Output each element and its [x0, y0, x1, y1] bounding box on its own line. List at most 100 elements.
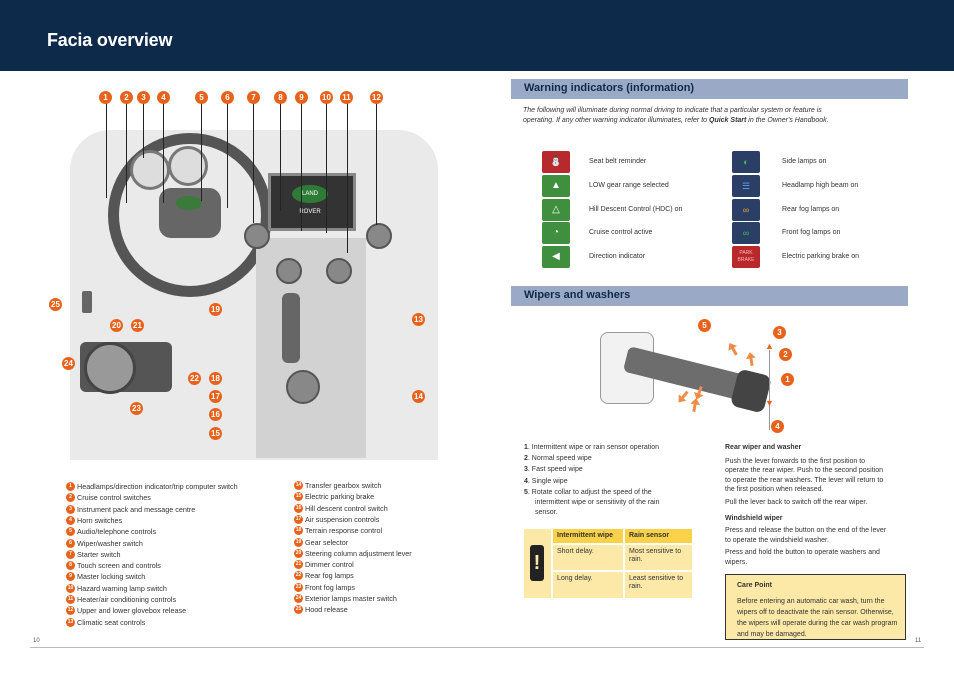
legend-label: Starter switch	[77, 549, 121, 559]
legend-label: Rear fog lamps	[305, 571, 354, 581]
callout-10: 10	[320, 91, 333, 104]
wiper-callout-4: 4	[771, 420, 784, 433]
legend-number: 25	[294, 605, 303, 615]
legend-label: Terrain response control	[305, 526, 383, 536]
cruise-icon: ◔	[542, 222, 570, 244]
callout-2: 2	[120, 91, 133, 104]
callout-24: 24	[62, 357, 75, 370]
step-text: . Fast speed wipe	[527, 466, 583, 473]
legend-label: Master locking switch	[77, 572, 146, 582]
legend-label: Touch screen and controls	[77, 561, 161, 571]
legend-label: Heater/air conditioning controls	[77, 595, 177, 604]
indicator-label: Rear fog lamps on	[782, 206, 840, 213]
table-header: Rain sensor	[625, 529, 692, 543]
warning-intro: The following will illuminate during nor…	[523, 106, 833, 126]
care-point-text: Before entering an automatic car wash, t…	[737, 598, 898, 638]
legend-label: Horn switches	[77, 515, 123, 525]
legend-label: Wiper/washer switch	[77, 538, 143, 548]
step-number: 2	[524, 455, 528, 462]
table-header: Intermittent wipe	[553, 529, 623, 543]
wiper-stalk-illustration: ▲ ▼	[594, 320, 814, 435]
terrain-response-knob	[286, 370, 320, 404]
indicator-label: Headlamp high beam on	[782, 182, 859, 189]
callout-13: 13	[412, 313, 425, 326]
legend-label: Dimmer control	[305, 560, 354, 570]
leader-line	[280, 103, 281, 211]
steering-logo	[176, 196, 202, 210]
step-number: 4	[524, 478, 528, 485]
wiper-callout-1: 1	[781, 373, 794, 386]
callout-3: 3	[137, 91, 150, 104]
wiper-table: ! Intermittent wipe Rain sensor Short de…	[524, 529, 692, 598]
climate-knob-left	[276, 258, 302, 284]
intro-link: Quick Start	[709, 117, 747, 124]
legend-label: Hill descent control switch	[305, 503, 388, 513]
callout-17: 17	[209, 390, 222, 403]
legend-number: 6	[66, 538, 75, 548]
legend-number: 20	[294, 548, 303, 558]
legend-number: 23	[294, 582, 303, 592]
legend-number: 11	[66, 595, 75, 604]
guide-line	[769, 350, 770, 430]
arrow-left-icon: ◀	[542, 246, 570, 268]
legend-label: Front fog lamps	[305, 582, 355, 592]
wiper-callout-3: 3	[773, 326, 786, 339]
page-number-right: 11	[915, 638, 922, 644]
step-item: intermittent wipe or sensitivity of the …	[535, 498, 660, 507]
legend-label: Climatic seat controls	[77, 617, 146, 627]
facia-diagram: LAND ROVER 1 2 3 4 5 6 7 8 9 10 11 12 13…	[49, 88, 438, 460]
hdc-icon: △	[542, 199, 570, 221]
legend-number: 22	[294, 571, 303, 581]
page-title: Facia overview	[47, 30, 173, 50]
legend-number: 7	[66, 549, 75, 559]
intro-text-end: in the Owner's Handbook.	[746, 117, 829, 124]
legend-number: 19	[294, 537, 303, 547]
step-text: . Normal speed wipe	[527, 455, 592, 462]
indicator-label: Electric parking brake on	[782, 253, 860, 260]
legend-number: 1	[66, 482, 75, 491]
step-text: . Single wipe	[527, 478, 568, 485]
legend-number: 5	[66, 527, 75, 537]
step-number: 1	[524, 444, 528, 451]
legend-number: 9	[66, 572, 75, 582]
rear-wiper-section: Rear wiper and washer Push the lever for…	[725, 443, 890, 568]
leader-line	[347, 103, 348, 253]
step-number: 3	[524, 466, 528, 473]
legend-number: 2	[66, 493, 75, 503]
step-item: 1. Intermittent wipe or rain sensor oper…	[524, 443, 659, 452]
callout-20: 20	[110, 319, 123, 332]
table-cell: Least sensitive to rain.	[625, 572, 692, 598]
step-text: . Intermittent wipe or rain sensor opera…	[527, 444, 660, 451]
windshield-text-2: Press and hold the button to operate was…	[725, 549, 880, 566]
warning-section-header: Warning indicators (information)	[511, 79, 908, 99]
callout-9: 9	[295, 91, 308, 104]
legend-label: Exterior lamps master switch	[305, 594, 397, 603]
callout-21: 21	[131, 319, 144, 332]
leader-line	[326, 103, 327, 233]
callout-8: 8	[274, 91, 287, 104]
indicator-label: Front fog lamps on	[782, 229, 841, 236]
callout-18: 18	[209, 372, 222, 385]
park-brake-icon: PARK BRAKE	[732, 246, 760, 268]
climate-knob-right	[326, 258, 352, 284]
rear-fog-icon: ∞	[732, 199, 760, 221]
legend-label: Cruise control switches	[77, 493, 151, 503]
steering-wheel-illustration	[108, 133, 272, 297]
legend-label: Steering column adjustment lever	[305, 548, 412, 558]
wipers-section-title: Wipers and washers	[524, 289, 631, 301]
indicator-label: Hill Descent Control (HDC) on	[589, 206, 683, 213]
light-switch-dial	[84, 342, 136, 394]
arrow-icon	[689, 397, 701, 413]
leader-line	[227, 103, 228, 208]
callout-16: 16	[209, 408, 222, 421]
callout-19: 19	[209, 303, 222, 316]
footer-divider	[30, 647, 924, 648]
rear-wiper-title: Rear wiper and washer	[725, 444, 802, 451]
windshield-text: Press and release the button on the end …	[725, 527, 887, 544]
callout-5: 5	[195, 91, 208, 104]
callout-25: 25	[49, 298, 62, 311]
leader-line	[201, 103, 202, 201]
wipers-section-header: Wipers and washers	[511, 286, 908, 306]
side-lamps-icon: ◐	[732, 151, 760, 173]
